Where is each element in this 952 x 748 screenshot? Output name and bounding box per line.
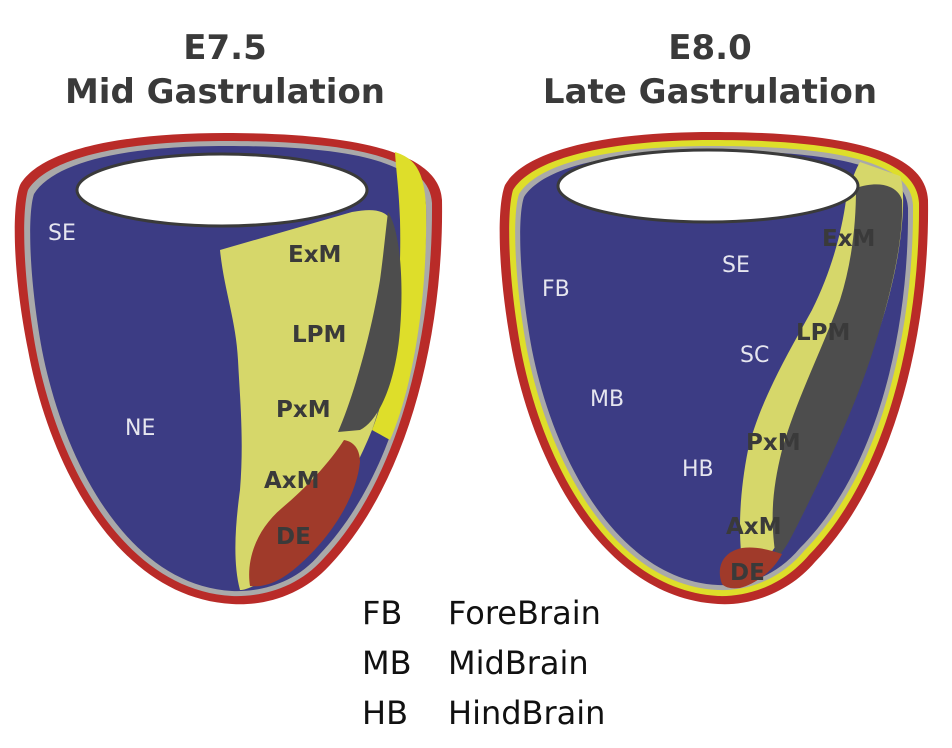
panel-1-phase: Mid Gastrulation: [64, 72, 386, 112]
panel-1-title: E7.5 Mid Gastrulation: [40, 26, 410, 114]
panel-2-title: E8.0 Late Gastrulation: [520, 26, 900, 114]
legend-name: MidBrain: [448, 644, 589, 682]
panel-1-definitive-endoderm: [249, 440, 360, 587]
panel-2-label-se: SE: [722, 253, 750, 278]
legend-abbr: MB: [362, 644, 412, 682]
panel-2-phase: Late Gastrulation: [542, 72, 878, 112]
panel-1-label-de: DE: [276, 524, 311, 550]
panel-2-label-pxm: PxM: [746, 430, 801, 456]
panel-2-label-lpm: LPM: [796, 320, 850, 346]
panel-2-label-exm: ExM: [822, 226, 875, 252]
panel-1-label-pxm: PxM: [276, 397, 331, 423]
legend-abbr: HB: [362, 694, 409, 732]
legend-name: HindBrain: [448, 694, 606, 732]
panel-2-label-hb: HB: [682, 457, 714, 482]
panel-2-extraembryonic-mesoderm: [772, 184, 903, 558]
panel-1-mesoderm: [220, 210, 394, 590]
panel-1-label-lpm: LPM: [292, 322, 346, 348]
panel-1-label-axm: AxM: [264, 468, 320, 494]
panel-1-label-se: SE: [48, 221, 76, 246]
panel-2-label-fb: FB: [542, 277, 570, 302]
panel-2-label-de: DE: [730, 560, 765, 586]
panel-2-definitive-endoderm: [719, 547, 782, 589]
panel-2-amniotic-opening: [556, 148, 860, 224]
legend-row: MB MidBrain: [362, 638, 605, 688]
panel-2-label-mb: MB: [590, 387, 624, 412]
panel-1-label-ne: NE: [125, 416, 155, 441]
panel-2-stage: E8.0: [668, 28, 752, 68]
panel-1-label-exm: ExM: [288, 242, 341, 268]
panel-2-embryo: FB MB HB SE SC ExM LPM PxM AxM DE: [499, 132, 929, 605]
panel-1-embryo: SE NE ExM LPM PxM AxM DE: [14, 133, 443, 605]
legend-abbr: FB: [362, 594, 403, 632]
panel-2-label-sc: SC: [740, 343, 769, 368]
panel-1-stage: E7.5: [183, 28, 267, 68]
panel-1-amniotic-opening: [75, 152, 369, 228]
legend-row: FB ForeBrain: [362, 588, 605, 638]
panel-1-extraembryonic-mesoderm: [338, 212, 402, 432]
panel-2-label-axm: AxM: [726, 514, 782, 540]
legend: FB ForeBrain MB MidBrain HB HindBrain: [362, 588, 605, 738]
legend-name: ForeBrain: [448, 594, 601, 632]
legend-row: HB HindBrain: [362, 688, 605, 738]
